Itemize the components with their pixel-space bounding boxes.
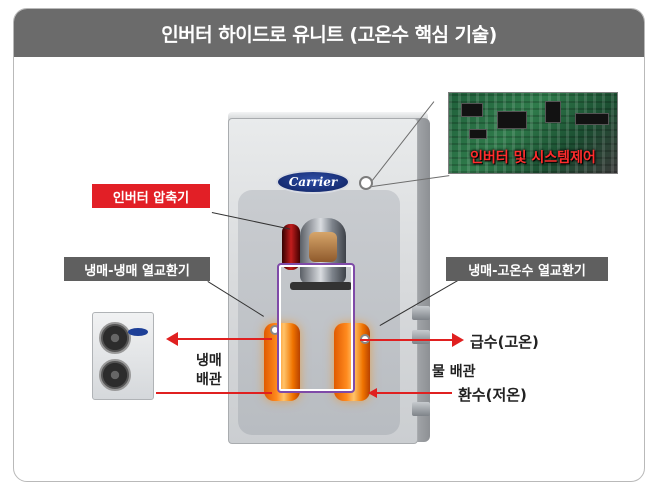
callout-anchor-dot [359, 176, 373, 190]
pcb-photo-icon: 인버터 및 시스템제어 [448, 92, 618, 174]
water-hx-tag: 냉매-고온수 열교환기 [446, 257, 608, 281]
refrigerant-line-top [176, 338, 272, 340]
refrigerant-heat-exchanger [264, 323, 300, 401]
fan-icon [99, 359, 131, 391]
page-title: 인버터 하이드로 유니트 (고온수 핵심 기술) [14, 9, 644, 57]
refrigerant-hx-tag: 냉매-냉매 열교환기 [64, 257, 210, 281]
unit-top-panel [228, 112, 428, 122]
arrow-left-icon [166, 332, 178, 346]
compressor-base [290, 282, 352, 290]
inverter-compressor-tag: 인버터 압축기 [92, 184, 210, 208]
supply-water-line [360, 339, 454, 341]
refrigerant-pipe-label-1: 냉매 [196, 353, 222, 369]
pipe-fitting-mid [412, 330, 430, 344]
pipe-fitting-bottom [412, 402, 430, 416]
water-pipe-label: 물 배관 [432, 364, 476, 380]
refrigerant-line-bottom [156, 392, 272, 394]
return-water-label: 환수(저온) [458, 386, 527, 404]
outdoor-logo-icon [128, 328, 148, 336]
highlight-frame [277, 263, 355, 393]
carrier-logo-icon: Carrier [276, 170, 350, 194]
supply-water-label: 급수(고온) [470, 333, 539, 351]
return-water-line [376, 392, 452, 394]
arrow-right-icon [452, 333, 464, 347]
pipe-fitting-top [412, 306, 430, 320]
arrow-left-small-icon [368, 388, 377, 398]
compressor-core [309, 232, 337, 262]
inverter-control-label: 인버터 및 시스템제어 [470, 150, 596, 166]
accumulator-icon [282, 224, 300, 270]
fan-icon [99, 322, 131, 354]
refrigerant-pipe-label-2: 배관 [196, 372, 222, 388]
